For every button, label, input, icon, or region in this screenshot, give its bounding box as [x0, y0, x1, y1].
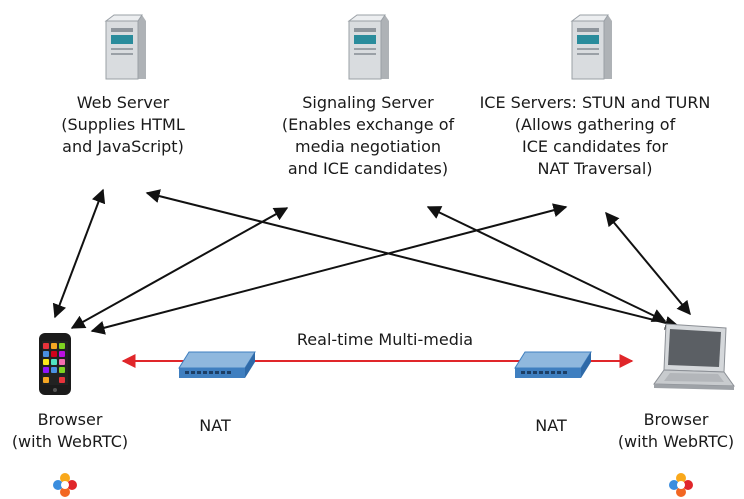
web-server-title: Web Server — [76, 93, 170, 112]
left-browser-subtitle: (with WebRTC) — [11, 432, 129, 451]
ice-server-desc-1: (Allows gathering of — [514, 115, 676, 134]
ice-server-title: ICE Servers: STUN and TURN — [479, 93, 711, 112]
arrow-web-left-browser — [52, 188, 106, 319]
signaling-server-desc-3: and ICE candidates) — [287, 159, 449, 178]
right-nat-label: NAT — [521, 415, 581, 437]
webrtc-logo-icon — [53, 473, 77, 497]
left-router-icon — [178, 351, 256, 378]
signaling-server-desc-1: (Enables exchange of — [281, 115, 455, 134]
left-browser-label: Browser (with WebRTC) — [0, 409, 140, 453]
ice-server-icon — [570, 14, 612, 80]
left-nat-label: NAT — [185, 415, 245, 437]
webrtc-logo-icon — [669, 473, 693, 497]
media-link-text: Real-time Multi-media — [296, 330, 474, 349]
signaling-server-desc-2: media negotiation — [294, 137, 442, 156]
right-browser-subtitle: (with WebRTC) — [617, 432, 735, 451]
smartphone-icon — [39, 333, 71, 395]
left-browser-title: Browser — [37, 410, 103, 429]
web-server-desc-2: and JavaScript) — [62, 137, 184, 156]
arrow-signaling-left-browser — [70, 207, 289, 329]
signaling-server-title: Signaling Server — [302, 93, 434, 112]
laptop-icon — [653, 323, 735, 390]
ice-server-desc-2: ICE candidates for — [522, 137, 668, 156]
arrow-web-right-browser — [145, 189, 680, 330]
arrow-ice-right-browser — [605, 211, 691, 316]
signaling-server-icon — [347, 14, 389, 80]
web-server-label: Web Server (Supplies HTML and JavaScript… — [48, 92, 198, 158]
right-browser-title: Browser — [643, 410, 709, 429]
right-router-icon — [514, 351, 592, 378]
arrow-ice-left-browser — [90, 203, 568, 335]
signaling-server-label: Signaling Server (Enables exchange of me… — [268, 92, 468, 180]
media-link-label: Real-time Multi-media — [270, 329, 500, 351]
web-server-icon — [104, 14, 146, 80]
right-browser-label: Browser (with WebRTC) — [608, 409, 744, 453]
right-nat-text: NAT — [535, 416, 567, 435]
left-nat-text: NAT — [199, 416, 231, 435]
web-server-desc-1: (Supplies HTML — [61, 115, 185, 134]
ice-server-label: ICE Servers: STUN and TURN (Allows gathe… — [470, 92, 720, 180]
ice-server-desc-3: NAT Traversal) — [537, 159, 653, 178]
arrow-signaling-right-browser — [426, 206, 667, 322]
